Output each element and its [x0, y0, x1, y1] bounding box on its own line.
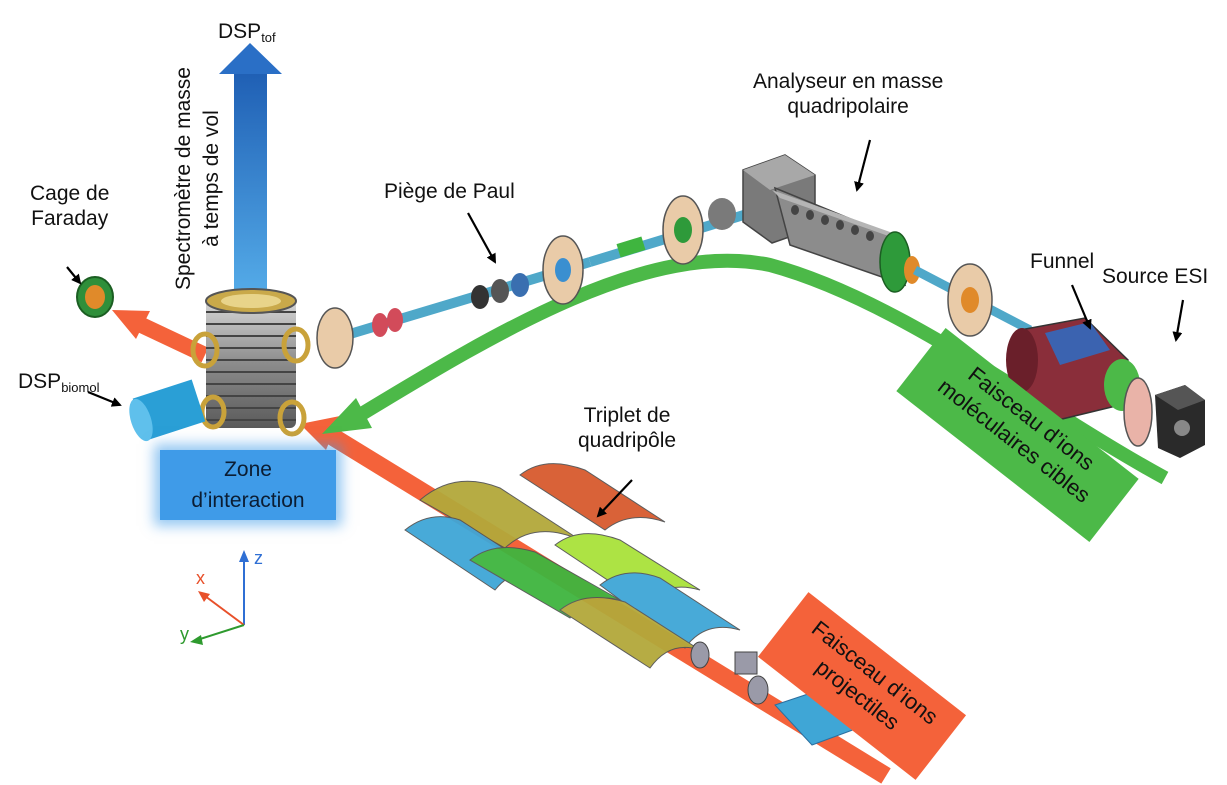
esi-source-label: Source ESI	[1102, 265, 1209, 288]
faraday-cage	[76, 276, 114, 318]
spectrometer-label: Spectromètre de masse à temps de vol	[170, 67, 226, 290]
axis-z-label: z	[254, 548, 263, 568]
analyser-line1: Analyseur en masse	[753, 70, 944, 93]
interaction-zone: Zone d’interaction	[160, 450, 336, 520]
dsp-tof-main: DSP	[218, 20, 262, 43]
axis-x-label: x	[196, 568, 205, 588]
zone-line2: d’interaction	[191, 489, 305, 512]
triplet-line1: Triplet de	[583, 404, 671, 427]
triplet-label: Triplet de quadripôle	[578, 404, 676, 454]
beamline-paul	[316, 235, 592, 369]
cage-line1: Cage de	[30, 182, 110, 205]
analyser-line2: quadripolaire	[787, 94, 909, 118]
dsp-biomol-label: DSPbiomol	[18, 370, 99, 395]
beamline-funnel	[912, 263, 1033, 337]
dsp-tof-sub: tof	[261, 30, 276, 45]
callout-arrows	[66, 139, 1185, 518]
paul-trap-label: Piège de Paul	[384, 180, 515, 203]
zone-line1: Zone	[224, 458, 272, 481]
ion-funnel	[1006, 317, 1140, 421]
dsp-biomol-main: DSP	[18, 370, 62, 393]
axis-indicator	[190, 550, 249, 645]
quadrupole-triplet	[404, 463, 741, 669]
funnel-label: Funnel	[1030, 250, 1095, 273]
tof-arrow	[219, 43, 282, 322]
triplet-line2: quadripôle	[578, 428, 677, 452]
quadrupole-analyser	[742, 154, 920, 293]
dsp-biomol-sub: biomol	[61, 380, 100, 395]
cage-line2: Faraday	[31, 206, 109, 230]
quadrupole-analyser-label: Analyseur en masse quadripolaire	[753, 70, 943, 120]
spectrometer-line2: à temps de vol	[200, 110, 223, 247]
beamline-analyser	[588, 195, 762, 267]
esi-source	[1123, 377, 1205, 458]
faraday-cage-label: Cage de Faraday	[30, 182, 109, 232]
spectrometer-line1: Spectromètre de masse	[172, 67, 195, 290]
axis-y-label: y	[180, 624, 189, 644]
dsp-tof-label: DSPtof	[218, 20, 276, 45]
tof-spectrometer	[190, 288, 311, 437]
dsp-biomol-detector	[129, 379, 206, 442]
